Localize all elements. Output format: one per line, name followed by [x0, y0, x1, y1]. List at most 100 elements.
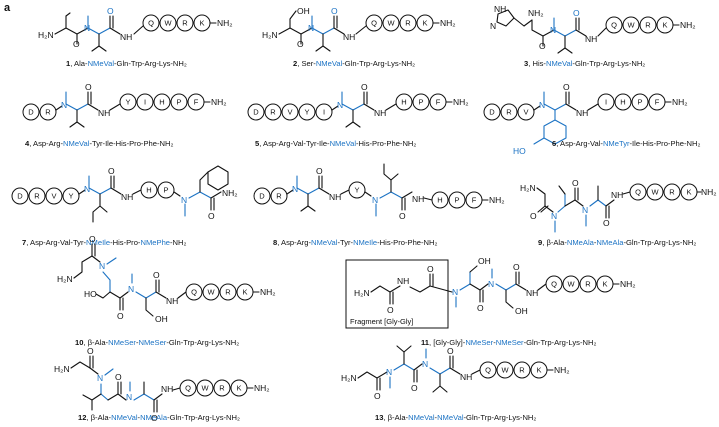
svg-text:R: R	[669, 188, 675, 197]
svg-text:N: N	[308, 23, 314, 33]
svg-text:NH: NH	[329, 192, 341, 202]
svg-text:OH: OH	[155, 314, 168, 324]
svg-text:O: O	[411, 383, 418, 393]
svg-text:D: D	[489, 108, 495, 117]
svg-text:NH₂: NH₂	[211, 97, 227, 107]
svg-text:R: R	[219, 384, 225, 393]
svg-text:H: H	[437, 196, 442, 205]
svg-text:N: N	[61, 100, 67, 110]
svg-text:Y: Y	[68, 192, 73, 201]
svg-text:Q: Q	[635, 188, 641, 197]
svg-text:D: D	[17, 192, 23, 201]
svg-text:W: W	[207, 288, 215, 297]
bead-chain: Q W R K NH₂	[605, 16, 696, 34]
oxygen-label: O	[73, 39, 80, 49]
svg-text:N: N	[84, 184, 90, 194]
bead-chain: Q W R K NH₂	[479, 361, 570, 379]
bead-chain: H P F NH₂	[395, 93, 469, 111]
compound-1-structure: H₂N O N O NH Q W R K NH₂	[38, 6, 233, 52]
compound-8-structure: D R N O NH Y N O NH H P F NH₂	[253, 163, 505, 221]
compound-13-caption: 13, β-Ala-NMeVal-NMeVal-Gln-Trp-Arg-Lys-…	[375, 413, 536, 422]
svg-text:H: H	[401, 98, 406, 107]
svg-text:O: O	[563, 82, 570, 92]
svg-text:O: O	[316, 166, 323, 176]
bead-chain: H P F NH₂	[431, 191, 505, 209]
svg-text:R: R	[276, 192, 282, 201]
compound-1-caption: 1, Ala-NMeVal-Gln-Trp-Arg-Lys-NH₂	[66, 59, 187, 68]
svg-text:D: D	[259, 192, 265, 201]
svg-text:H₂N: H₂N	[341, 373, 357, 383]
svg-text:NH₂: NH₂	[254, 383, 270, 393]
svg-text:K: K	[242, 288, 247, 297]
svg-text:I: I	[605, 98, 607, 107]
svg-text:R: R	[270, 108, 276, 117]
svg-text:P: P	[163, 186, 168, 195]
compound-5-caption: 5, Asp-Arg-Val-Tyr-Ile-NMeVal-His-Pro-Ph…	[255, 139, 416, 148]
svg-text:N: N	[490, 21, 496, 31]
svg-text:V: V	[287, 108, 292, 117]
svg-text:NH₂: NH₂	[701, 187, 717, 197]
svg-text:NH: NH	[460, 372, 472, 382]
svg-text:D: D	[28, 108, 34, 117]
svg-text:O: O	[477, 303, 484, 313]
svg-text:O: O	[331, 6, 338, 16]
svg-text:N: N	[422, 359, 428, 369]
amide-nh-label: NH	[120, 32, 132, 42]
compound-13-structure: H₂N O N O N O NH Q W R K NH₂	[341, 345, 570, 401]
svg-text:N: N	[551, 211, 557, 221]
svg-text:R: R	[182, 19, 188, 28]
compound-5-structure: D R V Y I N O NH H P F NH₂	[247, 82, 469, 128]
bead-chain: Q W R K NH₂	[365, 14, 456, 32]
svg-text:I: I	[323, 108, 325, 117]
svg-text:NH: NH	[576, 108, 588, 118]
svg-text:O: O	[297, 39, 304, 49]
svg-text:W: W	[501, 366, 509, 375]
compound-6-caption: 6, Asp-Arg-Val-NMeTyr-Ile-His-Pro-Phe-NH…	[552, 139, 700, 148]
svg-text:O: O	[427, 264, 434, 274]
svg-text:NH: NH	[374, 108, 386, 118]
svg-text:O: O	[117, 311, 124, 321]
svg-text:O: O	[89, 234, 96, 244]
compound-12-caption: 12, β-Ala-NMeVal-NMeAla-Gln-Trp-Arg-Lys-…	[78, 413, 240, 422]
svg-text:W: W	[164, 19, 172, 28]
amine-label: H₂N	[38, 30, 54, 40]
compound-11-structure: Fragment [Gly-Gly] H₂N O NH O N OH O N O…	[345, 256, 636, 329]
svg-text:R: R	[225, 288, 231, 297]
svg-text:F: F	[655, 98, 660, 107]
svg-text:R: R	[585, 280, 591, 289]
svg-text:NH: NH	[611, 190, 623, 200]
svg-text:F: F	[472, 196, 477, 205]
svg-text:V: V	[51, 192, 56, 201]
svg-text:NH: NH	[121, 192, 133, 202]
svg-text:Y: Y	[304, 108, 309, 117]
svg-text:N: N	[452, 287, 458, 297]
bead-chain: Q W R K NH₂	[185, 283, 276, 301]
svg-text:O: O	[513, 262, 520, 272]
svg-text:W: W	[651, 188, 659, 197]
svg-text:Q: Q	[191, 288, 197, 297]
svg-text:D: D	[253, 108, 259, 117]
svg-text:N: N	[181, 195, 187, 205]
svg-text:K: K	[422, 19, 427, 28]
svg-text:N: N	[488, 279, 494, 289]
svg-text:NH: NH	[494, 4, 506, 14]
compound-7-structure: D R V Y N O NH H P N O NH₂	[11, 165, 238, 223]
svg-text:Q: Q	[185, 384, 191, 393]
compound-9-caption: 9, β-Ala-NMeAla-NMeAla-Gln-Trp-Arg-Lys-N…	[538, 238, 696, 247]
svg-text:OH: OH	[478, 256, 491, 266]
svg-text:W: W	[387, 19, 395, 28]
svg-text:Q: Q	[485, 366, 491, 375]
svg-text:H₂N: H₂N	[54, 364, 70, 374]
svg-text:O: O	[87, 346, 94, 356]
svg-text:N: N	[99, 261, 105, 271]
svg-text:O: O	[361, 82, 368, 92]
svg-text:W: W	[567, 280, 575, 289]
svg-text:NH: NH	[161, 384, 173, 394]
svg-text:NH: NH	[166, 296, 178, 306]
svg-text:O: O	[85, 82, 92, 92]
svg-text:V: V	[523, 108, 528, 117]
svg-text:O: O	[374, 391, 381, 401]
svg-text:N: N	[97, 373, 103, 383]
bead-chain: Y I H P F NH₂	[119, 93, 227, 111]
compound-3-structure: NH N NH₂ O N O NH Q W R K NH₂	[490, 4, 696, 54]
